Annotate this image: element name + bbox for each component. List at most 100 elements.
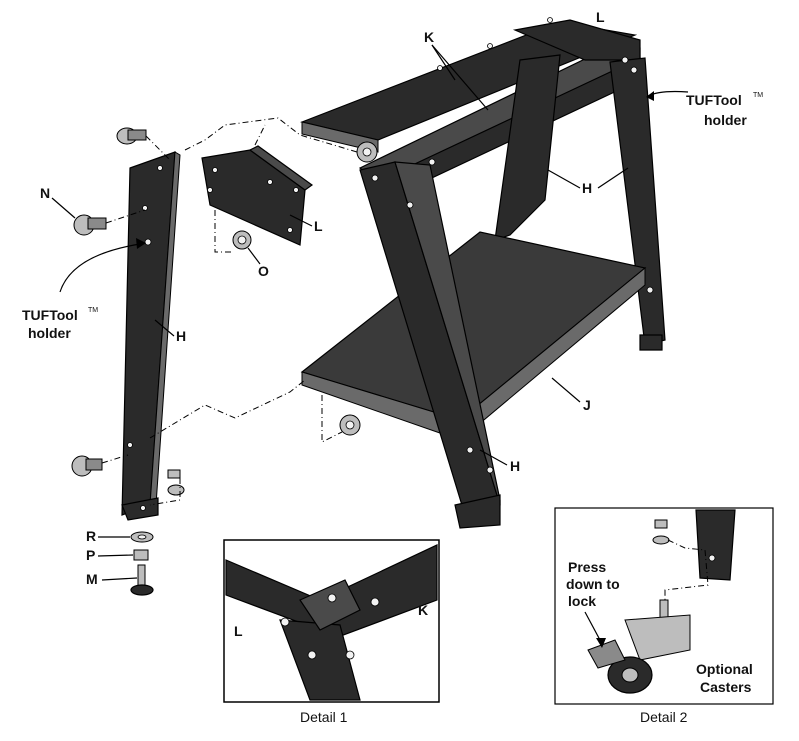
label-L-top: L <box>596 9 605 25</box>
detail-2-optional-1: Optional <box>696 661 753 677</box>
stand-hole <box>466 446 474 454</box>
stand-hole <box>630 66 638 74</box>
rear-leg <box>494 54 561 241</box>
holder-left-arrow <box>136 238 146 249</box>
small-nut <box>167 469 181 479</box>
label-N: N <box>40 185 50 201</box>
H-right-leader-2 <box>597 167 629 189</box>
label-H-front: H <box>510 458 520 474</box>
left-leg-hole <box>142 205 148 211</box>
nut-O <box>232 230 252 250</box>
left-leg-hole <box>157 165 163 171</box>
detail-2-caption: Detail 2 <box>640 709 688 725</box>
holder-right-word: holder <box>704 112 747 128</box>
detail-1-corner <box>299 579 361 631</box>
dash-top-bolt <box>145 135 171 161</box>
label-K: K <box>424 29 434 45</box>
detail-1-caption: Detail 1 <box>300 709 348 725</box>
detail-1-label-L: L <box>234 623 243 639</box>
detail-1-hole <box>370 597 380 607</box>
dash-bracket-rail <box>184 117 358 153</box>
left-leg-hole <box>144 238 152 246</box>
L-bracket-leader <box>289 214 313 227</box>
dash-bottom-bolt <box>101 454 129 464</box>
K-leader-2 <box>431 44 489 111</box>
M-leader <box>101 577 138 581</box>
detail-2-dash <box>664 539 709 600</box>
stand-hole <box>621 56 629 64</box>
holder-right-tm: TM <box>753 92 763 99</box>
leveler-M <box>130 564 154 596</box>
dash-bracket-top <box>254 124 266 146</box>
stand-assembly <box>299 17 666 529</box>
holder-right-arrow <box>646 91 654 101</box>
washer-R <box>130 531 154 543</box>
P-leader <box>97 554 134 557</box>
stand-hole <box>371 174 379 182</box>
N-leader <box>51 197 76 219</box>
detail-2-hole <box>708 554 716 562</box>
label-R: R <box>86 528 96 544</box>
top-side-rail <box>512 19 641 61</box>
detail-2-optional-2: Casters <box>700 679 752 695</box>
detail-1-hole <box>327 593 337 603</box>
nut-shelf <box>339 414 361 436</box>
label-H-right: H <box>582 180 592 196</box>
K-leader-1 <box>431 44 456 81</box>
label-J: J <box>583 397 591 413</box>
detail-2-nut <box>654 519 668 529</box>
dash-small-nut <box>149 478 181 506</box>
holder-left-brand: TUFTool <box>22 307 78 323</box>
detail-2-press-2: down to <box>566 576 620 592</box>
carriage-bolt-bottom <box>71 455 103 477</box>
carriage-bolt-top <box>116 127 147 145</box>
detail-2-leg <box>695 509 736 581</box>
stand-hole <box>428 158 436 166</box>
dash-shelf <box>149 379 306 439</box>
H-right-leader-1 <box>547 169 581 189</box>
right-leg-foot <box>639 334 663 351</box>
bracket-hole <box>212 167 218 173</box>
bracket-hole <box>287 227 293 233</box>
bracket-L-flange <box>248 145 314 191</box>
dash-shelf-nut <box>321 395 343 443</box>
label-P: P <box>86 547 95 563</box>
stand-hole <box>486 466 494 474</box>
press-leader <box>584 611 601 641</box>
detail-2-washer <box>652 535 670 545</box>
bracket-L <box>201 149 306 246</box>
stand-hole <box>646 286 654 294</box>
dash-O <box>214 210 234 253</box>
top-rail-back-lip <box>301 121 379 153</box>
H-front-leader <box>479 449 508 466</box>
bracket-hole <box>207 187 213 193</box>
left-leg-hole <box>127 442 133 448</box>
nut-P <box>133 549 149 561</box>
small-washer <box>167 484 185 496</box>
detail-2-press-1: Press <box>568 559 606 575</box>
stand-hole <box>487 43 493 49</box>
holder-left-tm: TM <box>88 307 98 314</box>
nut-rail <box>356 141 378 163</box>
detail-1-label-K: K <box>418 602 428 618</box>
stand-hole <box>437 65 443 71</box>
detail-1-hole <box>280 617 290 627</box>
detail-2-press-3: lock <box>568 593 596 609</box>
stand-hole <box>547 17 553 23</box>
H-left-leader <box>154 319 175 337</box>
label-M: M <box>86 571 98 587</box>
J-leader <box>551 377 581 403</box>
press-arrow <box>596 638 606 648</box>
label-L-bracket: L <box>314 218 323 234</box>
holder-right-brand: TUFTool <box>686 92 742 108</box>
front-leg-foot <box>454 494 501 529</box>
stand-hole <box>406 201 414 209</box>
label-O: O <box>258 263 269 279</box>
detail-1: L K <box>223 539 440 703</box>
right-leg <box>609 57 666 346</box>
carriage-bolt-N <box>73 214 107 236</box>
holder-left-word: holder <box>28 325 71 341</box>
left-leg-foot <box>121 497 159 521</box>
label-H-left: H <box>176 328 186 344</box>
